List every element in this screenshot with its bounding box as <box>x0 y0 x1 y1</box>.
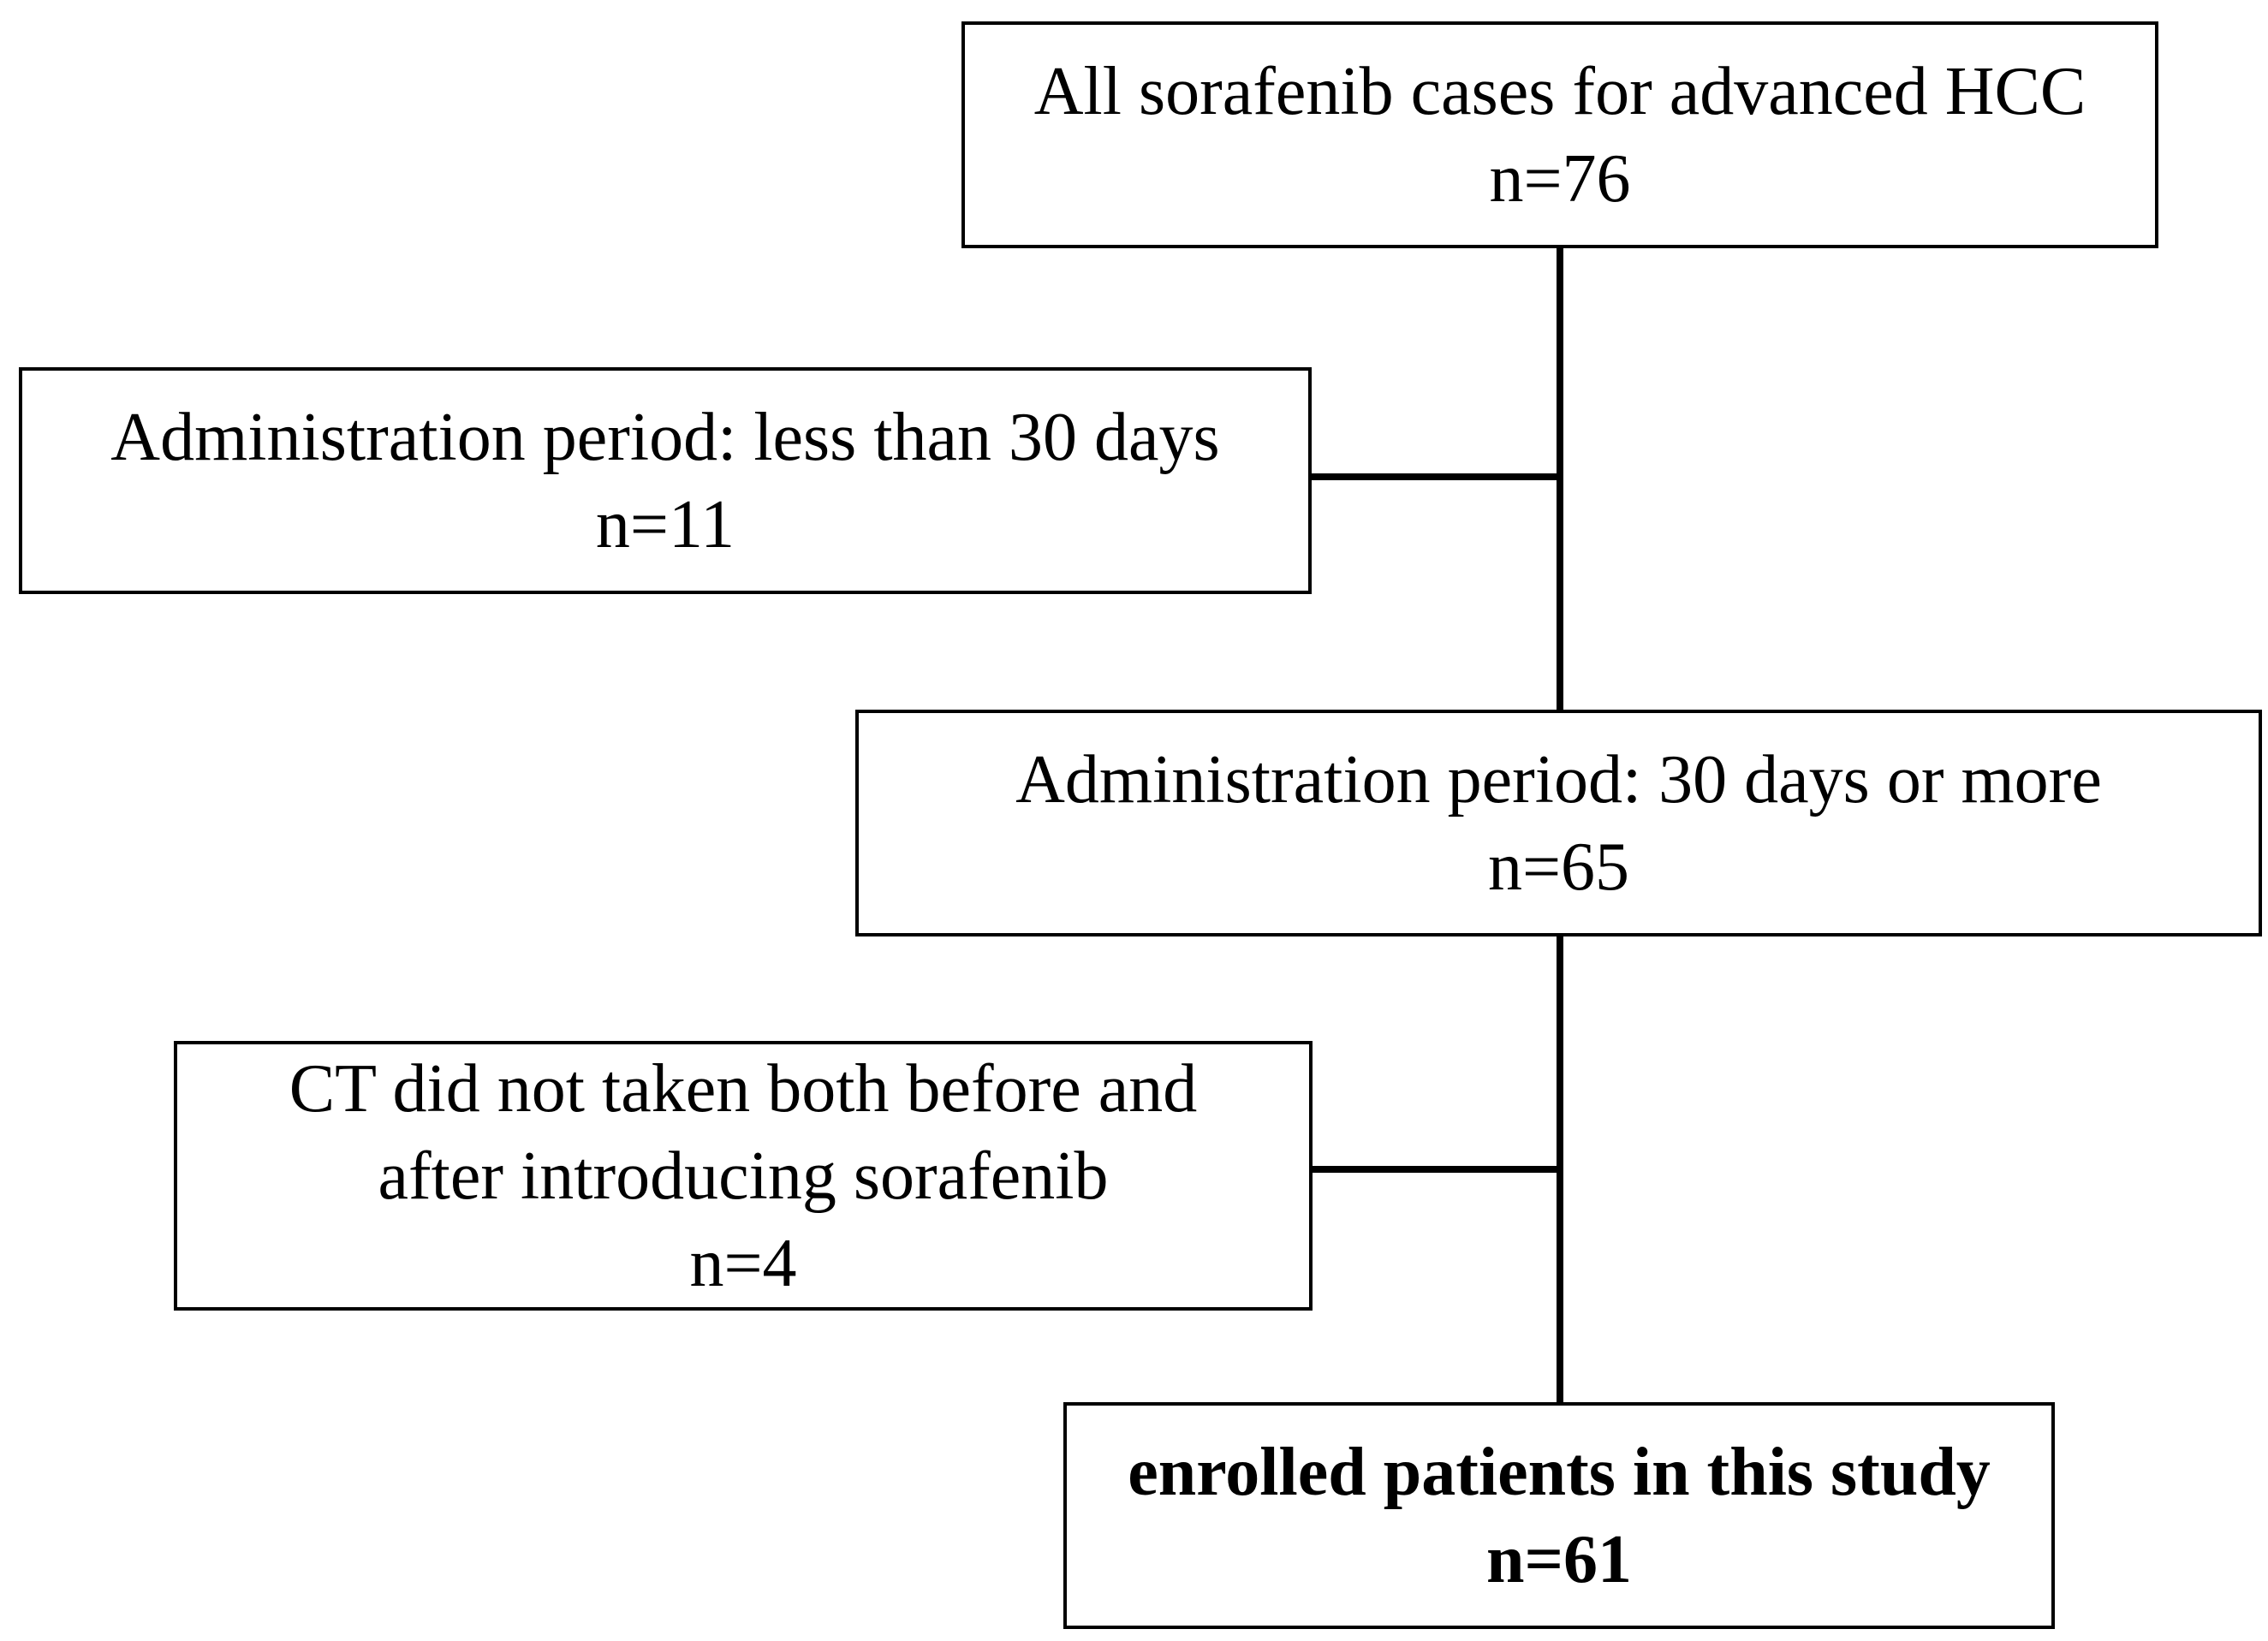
enrolled-count: n=61 <box>1485 1521 1633 1597</box>
excluded-ct-line2: after introducing sorafenib <box>378 1138 1109 1214</box>
excluded-ct-box: CT did not taken both before and after i… <box>174 1041 1313 1311</box>
enrolled-title: enrolled patients in this study <box>1128 1434 1991 1510</box>
excluded-short-title: Administration period: less than 30 days <box>110 399 1220 475</box>
enrolled-box: enrolled patients in this study n=61 <box>1063 1402 2055 1629</box>
all-cases-title: All sorafenib cases for advanced HCC <box>1033 53 2086 129</box>
excluded-short-count: n=11 <box>595 486 735 562</box>
all-cases-count: n=76 <box>1489 140 1631 217</box>
connector-exclusion-ct <box>1313 1166 1560 1173</box>
excluded-ct-line1: CT did not taken both before and <box>289 1050 1198 1127</box>
excluded-short-box: Administration period: less than 30 days… <box>19 367 1312 594</box>
excluded-ct-count: n=4 <box>689 1225 797 1301</box>
connector-bottom <box>1557 936 1563 1402</box>
connector-exclusion-short <box>1312 473 1560 480</box>
connector-top <box>1557 248 1563 710</box>
long-admin-count: n=65 <box>1487 829 1630 905</box>
long-admin-box: Administration period: 30 days or more n… <box>855 710 2262 936</box>
long-admin-title: Administration period: 30 days or more <box>1015 741 2102 818</box>
all-cases-box: All sorafenib cases for advanced HCC n=7… <box>961 21 2158 248</box>
